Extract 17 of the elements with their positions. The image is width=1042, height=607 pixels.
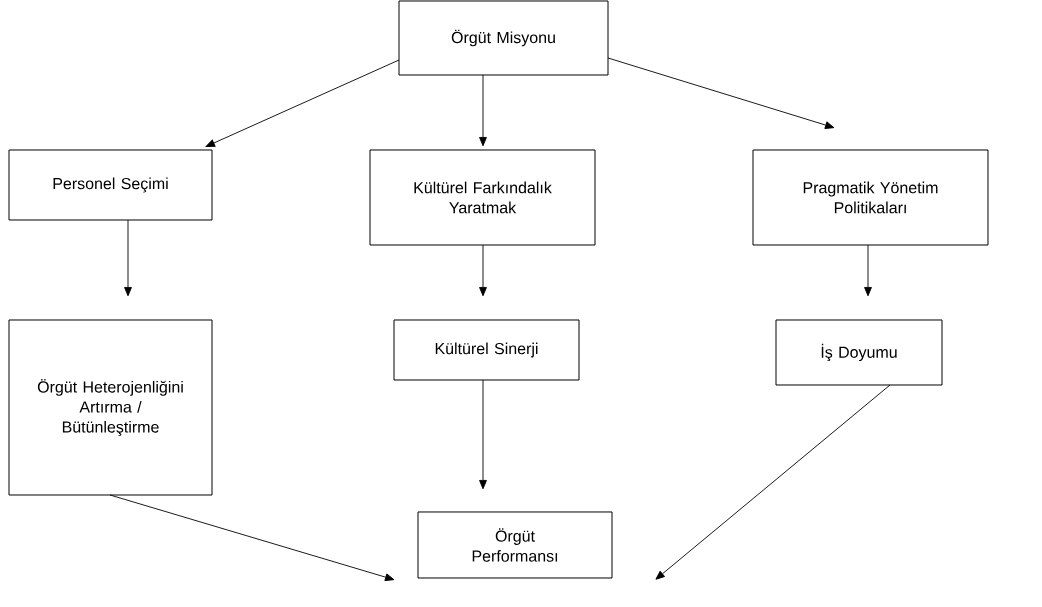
process-box: Örgüt Misyonu — [398, 0, 609, 76]
arrow — [124, 219, 132, 297]
arrow — [655, 384, 891, 580]
arrow — [109, 494, 395, 581]
arrow — [479, 379, 487, 490]
arrow — [607, 57, 835, 129]
process-box: Kültürel Farkındalık Yaratmak — [369, 149, 596, 246]
process-box: Örgüt Performansı — [417, 511, 613, 579]
arrow — [205, 59, 400, 147]
arrow — [864, 244, 872, 297]
process-box: Kültürel Sinerji — [393, 319, 580, 381]
arrow — [479, 244, 487, 297]
process-box: Örgüt Heterojenliğini Artırma / Bütünleştirme — [8, 319, 213, 496]
arrow — [479, 74, 487, 147]
process-box: İş Doyumu — [775, 319, 943, 386]
process-box: Personel Seçimi — [8, 149, 213, 221]
process-box: Pragmatik Yönetim Politikaları — [752, 149, 989, 246]
